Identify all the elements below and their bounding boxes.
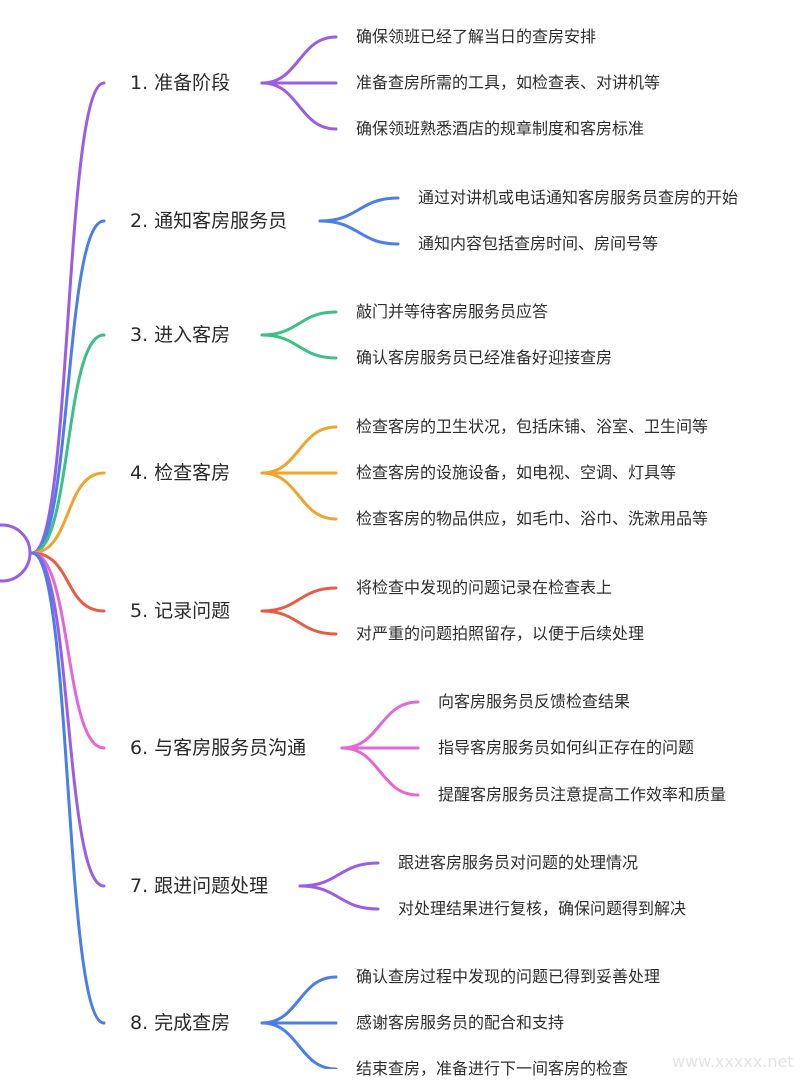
branch-connector [30, 219, 106, 555]
leaf-node[interactable]: 确认客房服务员已经准备好迎接查房 [356, 348, 613, 367]
branch-node-1[interactable]: 1. 准备阶段 [130, 72, 231, 94]
leaf-node[interactable]: 向客房服务员反馈检查结果 [438, 692, 631, 711]
branch-node-5[interactable]: 5. 记录问题 [130, 600, 231, 622]
leaf-node[interactable]: 检查客房的卫生状况，包括床铺、浴室、卫生间等 [356, 417, 709, 436]
branch-node-4[interactable]: 4. 检查客房 [130, 462, 231, 484]
leaf-connector [298, 861, 380, 888]
leaf-connector [260, 609, 338, 636]
leaf-node[interactable]: 对严重的问题拍照留存，以便于后续处理 [356, 624, 645, 643]
leaf-node[interactable]: 确保领班熟悉酒店的规章制度和客房标准 [356, 119, 645, 138]
leaf-node[interactable]: 对处理结果进行复核，确保问题得到解决 [398, 899, 687, 918]
branch-node-2[interactable]: 2. 通知客房服务员 [130, 210, 288, 232]
leaf-node[interactable]: 通过对讲机或电话通知客房服务员查房的开始 [418, 188, 739, 207]
leaf-node[interactable]: 检查客房的设施设备，如电视、空调、灯具等 [356, 463, 677, 482]
branch-connector [30, 551, 106, 888]
leaf-node[interactable]: 确认查房过程中发现的问题已得到妥善处理 [356, 967, 661, 986]
leaf-connector [260, 35, 338, 85]
leaf-node[interactable]: 将检查中发现的问题记录在检查表上 [356, 578, 613, 597]
leaf-connector [260, 81, 338, 131]
leaf-connector [260, 586, 338, 613]
leaf-connector [260, 471, 338, 521]
leaf-node[interactable]: 指导客房服务员如何纠正存在的问题 [438, 738, 695, 757]
leaf-connector [260, 1021, 338, 1069]
leaf-node[interactable]: 通知内容包括查房时间、房间号等 [418, 234, 659, 253]
branch-connector [30, 551, 106, 1025]
leaf-connector [260, 425, 338, 475]
branch-connector [30, 333, 106, 555]
leaf-connector [260, 310, 338, 337]
leaf-node[interactable]: 确保领班已经了解当日的查房安排 [356, 27, 597, 46]
leaf-node[interactable]: 跟进客房服务员对问题的处理情况 [398, 853, 639, 872]
leaf-connector [318, 196, 400, 223]
leaf-connector [260, 975, 338, 1025]
leaf-node[interactable]: 提醒客房服务员注意提高工作效率和质量 [438, 785, 727, 804]
branch-node-3[interactable]: 3. 进入客房 [130, 324, 231, 346]
branch-connector [30, 471, 106, 555]
leaf-node[interactable]: 准备查房所需的工具，如检查表、对讲机等 [356, 73, 661, 92]
root-node[interactable] [0, 523, 32, 583]
leaf-connector [298, 884, 380, 911]
leaf-connector [260, 333, 338, 360]
branch-node-6[interactable]: 6. 与客房服务员沟通 [130, 737, 307, 759]
leaf-connector [340, 700, 420, 750]
branch-node-7[interactable]: 7. 跟进问题处理 [130, 875, 269, 897]
branch-connector [30, 551, 106, 613]
leaf-node[interactable]: 结束查房，准备进行下一间客房的检查 [356, 1059, 629, 1078]
branch-connector [30, 81, 106, 555]
leaf-connector [318, 219, 400, 246]
leaf-connector [340, 746, 420, 797]
leaf-node[interactable]: 检查客房的物品供应，如毛巾、浴巾、洗漱用品等 [356, 509, 709, 528]
branch-connector [30, 551, 106, 750]
leaf-node[interactable]: 敲门并等待客房服务员应答 [356, 302, 549, 321]
watermark: www.xxxxx.net [672, 1052, 794, 1071]
branch-node-8[interactable]: 8. 完成查房 [130, 1012, 231, 1034]
leaf-node[interactable]: 感谢客房服务员的配合和支持 [356, 1013, 565, 1032]
